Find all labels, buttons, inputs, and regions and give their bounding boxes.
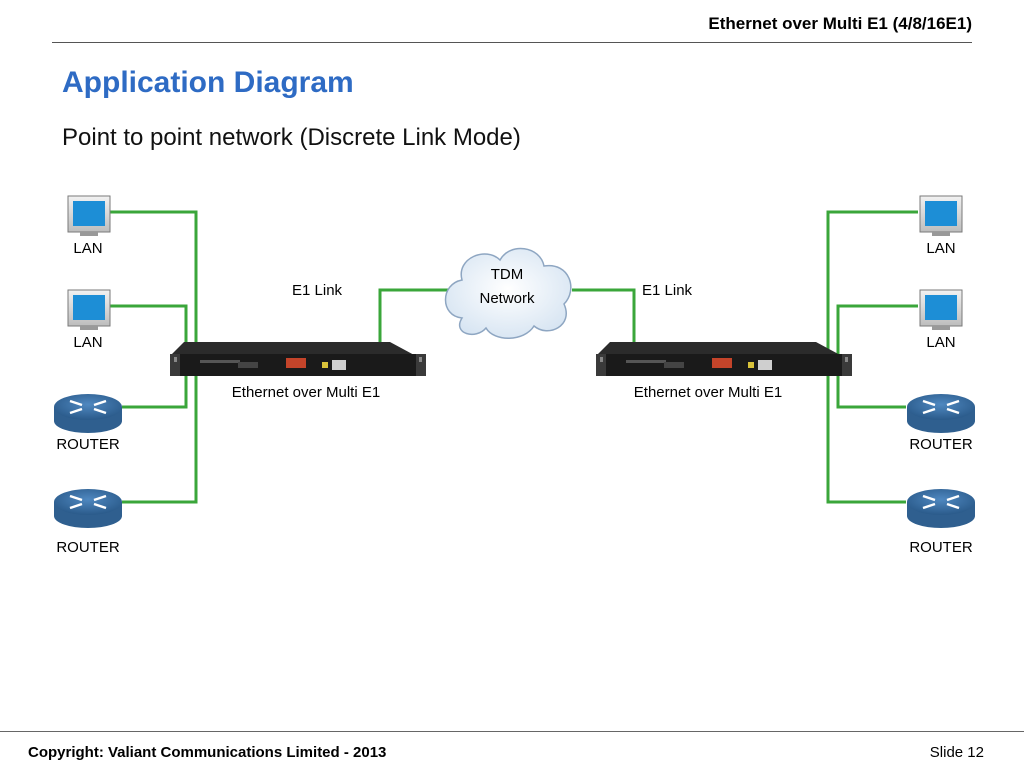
right-router-2 — [907, 489, 975, 528]
monitor-icon — [73, 295, 105, 320]
router-arrows-icon — [69, 494, 107, 510]
left-lan-1-label: LAN — [73, 240, 102, 257]
right-lan-2 — [919, 289, 963, 330]
right-router-2-label: ROUTER — [909, 539, 973, 556]
router-arrows-icon — [922, 399, 960, 415]
right-device-label: Ethernet over Multi E1 — [634, 384, 782, 401]
monitor-icon — [925, 295, 957, 320]
left-router-1-label: ROUTER — [56, 436, 120, 453]
footer-copyright: Copyright: Valiant Communications Limite… — [28, 744, 387, 761]
router-arrows-icon — [69, 399, 107, 415]
right-e1-link-label: E1 Link — [642, 282, 693, 299]
left-router1-link — [122, 370, 188, 409]
right-ethernet-device — [596, 342, 852, 376]
right-router-1-label: ROUTER — [909, 436, 973, 453]
left-lan-2-label: LAN — [73, 334, 102, 351]
right-lan-1 — [919, 195, 963, 236]
slide-subtitle: Point to point network (Discrete Link Mo… — [62, 124, 521, 151]
monitor-icon — [925, 201, 957, 226]
left-device-label: Ethernet over Multi E1 — [232, 384, 380, 401]
tdm-cloud: TDM Network — [444, 247, 572, 339]
footer-divider — [0, 731, 1024, 732]
right-links — [572, 210, 918, 504]
left-links — [110, 210, 450, 504]
cloud-label-network: Network — [479, 290, 535, 307]
left-lan-1 — [67, 195, 111, 236]
right-lan-2-label: LAN — [926, 334, 955, 351]
right-router1-link — [836, 370, 906, 409]
header-title: Ethernet over Multi E1 (4/8/16E1) — [708, 14, 972, 33]
right-lan2-link — [836, 304, 918, 355]
router-arrows-icon — [922, 494, 960, 510]
monitor-icon — [73, 201, 105, 226]
right-lan1-link — [826, 210, 918, 355]
slide-number: Slide 12 — [929, 744, 984, 761]
right-lan-1-label: LAN — [926, 240, 955, 257]
cloud-label-tdm: TDM — [491, 266, 524, 283]
left-lan-2 — [67, 289, 111, 330]
left-e1-link — [378, 288, 450, 343]
left-e1-link-label: E1 Link — [292, 282, 343, 299]
right-e1-link — [572, 288, 636, 343]
left-lan2-link — [110, 304, 188, 355]
slide-title: Application Diagram — [62, 66, 354, 99]
left-router-2 — [54, 489, 122, 528]
left-router-2-label: ROUTER — [56, 539, 120, 556]
left-ethernet-device — [170, 342, 426, 376]
left-router2-link — [122, 370, 198, 504]
right-router2-link — [826, 370, 906, 504]
header-divider — [52, 42, 972, 43]
right-router-1 — [907, 394, 975, 433]
left-router-1 — [54, 394, 122, 433]
left-lan1-link — [110, 210, 198, 355]
